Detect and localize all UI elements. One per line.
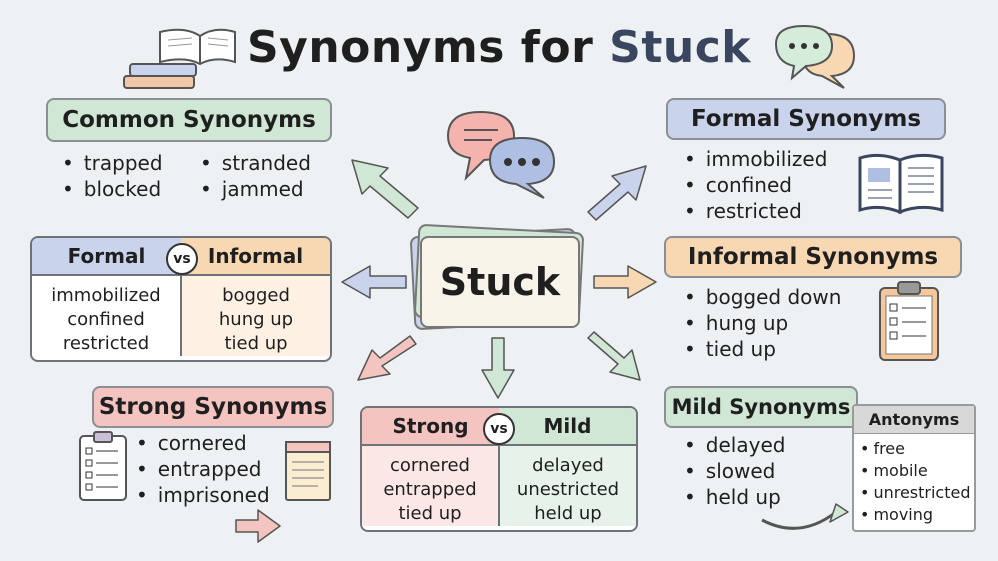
informal-synonyms-list: bogged down hung up tied up [684,284,842,362]
arrow-to-strong [357,335,417,381]
strong-column-head: Strong [362,408,499,444]
arrow-to-formal-vs-informal [341,265,407,299]
list-item: entrapped [136,456,270,482]
list-item: held up [684,484,785,510]
arrow-to-strong-vs-mild [481,337,515,399]
chat-bubbles-icon [774,24,856,89]
clipboard-icon [879,281,939,361]
vs-badge: vs [483,413,515,445]
vs-badge: vs [166,243,198,275]
book-stack-icon [123,28,236,89]
arrow-to-common [351,159,419,219]
table-cell: unestricted [516,479,620,500]
common-synonyms-title: Common Synonyms [62,107,316,133]
list-item: bogged down [684,284,842,310]
table-cell: entrapped [383,479,477,500]
common-synonyms-col2: stranded jammed [200,150,311,202]
table-cell: tied up [224,333,288,354]
title-word: Stuck [609,22,752,73]
list-item: delayed [684,432,786,458]
list-item: hung up [684,310,841,336]
arrow-to-antonyms [761,510,837,530]
list-item: tied up [684,336,841,362]
common-synonyms-col1: trapped blocked [62,150,163,202]
list-item: jammed [200,176,311,202]
informal-column-head: Informal [181,238,330,274]
strong-synonyms-header: Strong Synonyms [92,386,334,428]
list-item: cornered [136,430,270,456]
formal-synonyms-title: Formal Synonyms [690,106,922,132]
formal-synonyms-header: Formal Synonyms [666,98,946,140]
table-cell: confined [67,309,145,330]
speech-bubbles-icon [446,110,556,199]
list-item: slowed [684,458,785,484]
arrow-to-mild [587,331,641,381]
center-card: Stuck [420,236,580,328]
formal-column-head: Formal [32,238,181,274]
strong-synonyms-title: Strong Synonyms [98,394,328,420]
table-cell: immobilized [51,285,161,306]
center-label: Stuck [439,260,561,304]
list-item: moving [860,504,968,526]
note-icon [285,441,331,501]
table-cell: cornered [390,455,470,476]
list-item: confined [684,172,827,198]
arrow-to-formal [587,165,647,221]
list-item: free [860,438,968,460]
checklist-icon [79,431,127,501]
list-item: imprisoned [136,482,270,508]
antonyms-box: Antonyms free mobile unrestricted moving [852,404,976,532]
antonyms-list: free mobile unrestricted moving [854,434,974,530]
table-cell: restricted [62,333,150,354]
list-item: immobilized [684,146,828,172]
formal-vs-informal-table: Formal Informal immobilized confined res… [30,236,332,362]
list-item: blocked [62,176,163,202]
mild-synonyms-header: Mild Synonyms [664,386,858,428]
table-cell: hung up [218,309,294,330]
open-book-icon [858,153,944,215]
table-cell: delayed [532,455,604,476]
informal-synonyms-title: Informal Synonyms [687,244,939,270]
table-cell: tied up [398,503,462,524]
arrow-strong-note [235,509,281,543]
arrow-to-informal [593,265,657,299]
table-cell: held up [534,503,602,524]
title-prefix: Synonyms for [246,22,594,73]
formal-synonyms-list: immobilized confined restricted [684,146,828,224]
list-item: stranded [200,150,311,176]
list-item: trapped [62,150,163,176]
mild-synonyms-title: Mild Synonyms [671,395,851,419]
page-title: Synonyms for Stuck [0,22,998,73]
list-item: unrestricted [860,482,970,504]
antonyms-title: Antonyms [854,406,974,434]
common-synonyms-header: Common Synonyms [46,98,332,142]
informal-synonyms-header: Informal Synonyms [664,236,962,278]
mild-synonyms-list: delayed slowed held up [684,432,786,510]
strong-synonyms-list: cornered entrapped imprisoned [136,430,270,508]
list-item: mobile [860,460,968,482]
table-cell: bogged [222,285,290,306]
mild-column-head: Mild [499,408,636,444]
list-item: restricted [684,198,827,224]
